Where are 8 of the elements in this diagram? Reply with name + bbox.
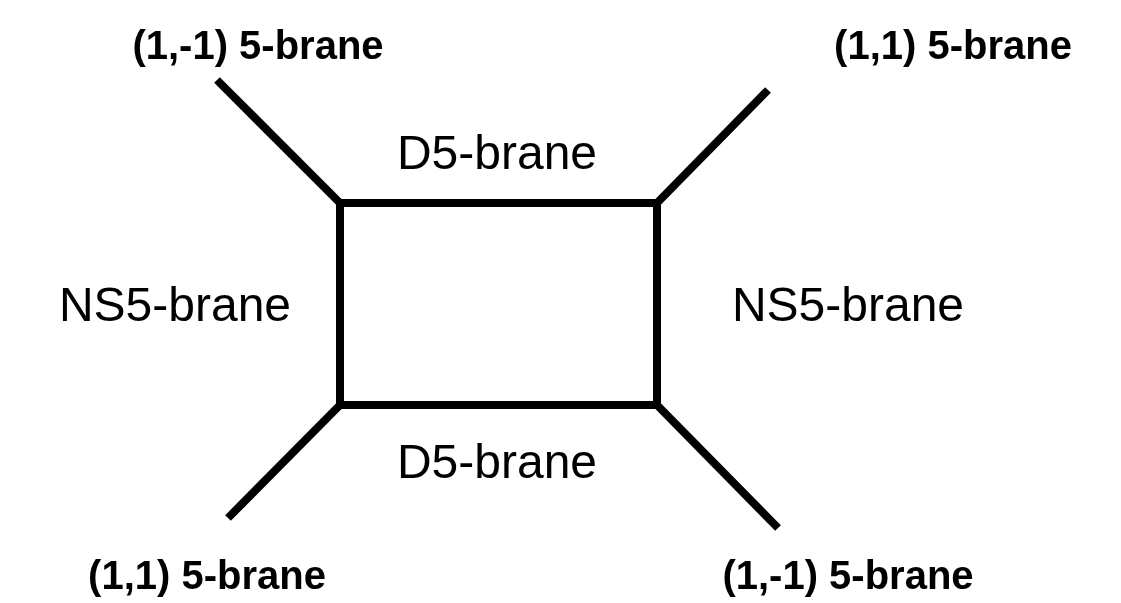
brane-label: D5-brane [396,438,598,486]
brane-label: NS5-brane [58,281,292,329]
brane-label: NS5-brane [731,281,965,329]
brane-label: (1,-1) 5-brane [132,25,384,65]
brane-label: D5-brane [396,129,598,177]
brane-label: (1,1) 5-brane [88,555,326,595]
brane-label: (1,1) 5-brane [834,25,1072,65]
brane-label: (1,-1) 5-brane [722,555,974,595]
